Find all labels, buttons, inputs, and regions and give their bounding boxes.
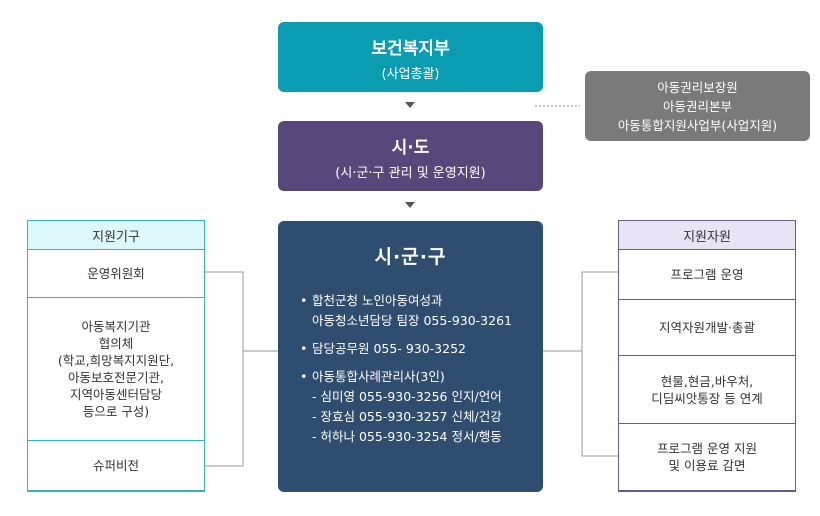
- list-item: 담당공무원 055- 930-3252: [300, 339, 543, 359]
- cell-line: 지역자원개발·총괄: [659, 320, 755, 335]
- arrow-down-icon: [405, 102, 415, 108]
- cell-line: 운영위원회: [87, 266, 145, 281]
- cell-line: 등으로 구성): [82, 404, 150, 419]
- cell-line: 슈퍼비전: [92, 458, 139, 473]
- list-item: 아동통합사례관리사(3인): [300, 367, 543, 387]
- panel-header: 지원자원: [619, 221, 795, 250]
- cell-line: 디딤씨앗통장 등 연계: [651, 390, 763, 406]
- cell-line: (학교,희망복지지원단,: [57, 353, 175, 368]
- side-note-line: 아동권리보장원: [657, 80, 738, 95]
- support-resource-panel: 지원자원 프로그램 운영 지역자원개발·총괄 현물,현금,바우처, 디딤씨앗통장…: [618, 220, 796, 492]
- ministry-title: 보건복지부: [371, 39, 450, 59]
- cell-line: 지역아동센터담당: [69, 387, 162, 402]
- ministry-subtitle: (사업총괄): [381, 67, 440, 82]
- list-item: - 심미영 055-930-3256 인지/언어: [312, 389, 502, 404]
- panel-cell: 지역자원개발·총괄: [619, 300, 795, 356]
- cell-line: 프로그램 운영 지원: [657, 441, 757, 456]
- panel-cell: 현물,현금,바우처, 디딤씨앗통장 등 연계: [619, 356, 795, 424]
- panel-cell: 운영위원회: [28, 250, 204, 298]
- cell-line: 아동복지기관: [81, 319, 151, 334]
- arrow-down-icon: [405, 202, 415, 208]
- panel-header: 지원기구: [28, 221, 204, 250]
- support-organization-panel: 지원기구 운영위원회 아동복지기관 협의체 (학교,희망복지지원단, 아동보호전…: [27, 220, 205, 492]
- local-title: 시·군·구: [374, 246, 447, 268]
- side-note-line: 아동통합지원사업부(사업지원): [617, 118, 778, 133]
- ministry-box: 보건복지부 (사업총괄): [278, 22, 543, 92]
- left-bracket: [205, 271, 244, 467]
- list-item: 합천군청 노인아동여성과: [300, 291, 543, 311]
- province-subtitle: (시·군·구 관리 및 운영지원): [335, 166, 486, 181]
- panel-cell: 슈퍼비전: [28, 441, 204, 491]
- cell-line: 프로그램 운영: [670, 267, 744, 282]
- panel-cell: 아동복지기관 협의체 (학교,희망복지지원단, 아동보호전문기관, 지역아동센터…: [28, 298, 204, 441]
- local-contact-list: 합천군청 노인아동여성과 아동청소년담당 팀장 055-930-3261 담당공…: [300, 291, 543, 447]
- cell-line: 현물,현금,바우처,: [660, 373, 754, 389]
- local-government-box: 시·군·구 합천군청 노인아동여성과 아동청소년담당 팀장 055-930-32…: [278, 221, 543, 492]
- list-item: - 허하나 055-930-3254 정서/행동: [312, 429, 502, 444]
- right-bracket: [581, 271, 618, 457]
- province-box: 시·도 (시·군·구 관리 및 운영지원): [278, 121, 543, 191]
- cell-line: 아동보호전문기관,: [68, 370, 164, 385]
- list-item: - 장효심 055-930-3257 신체/건강: [312, 409, 502, 424]
- cell-line: 및 이용료 감면: [668, 458, 746, 473]
- list-item: 아동청소년담당 팀장 055-930-3261: [312, 313, 512, 328]
- panel-cell: 프로그램 운영 지원 및 이용료 감면: [619, 424, 795, 491]
- cell-line: 협의체: [98, 336, 134, 351]
- province-title: 시·도: [391, 138, 430, 158]
- side-note-box: 아동권리보장원 아동권리본부 아동통합지원사업부(사업지원): [585, 71, 810, 141]
- side-note-line: 아동권리본부: [662, 99, 732, 114]
- panel-cell: 프로그램 운영: [619, 250, 795, 300]
